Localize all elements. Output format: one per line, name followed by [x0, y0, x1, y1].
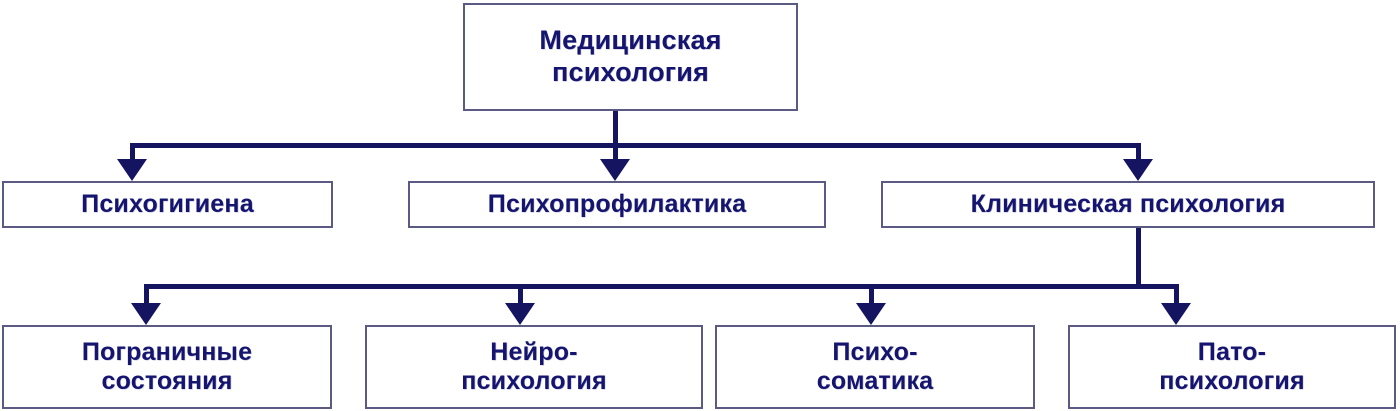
connector-drop-borderline: [144, 284, 149, 306]
node-psychosomatics[interactable]: Психо- соматика: [715, 325, 1035, 409]
connector-drop-psychoprophylaxis: [613, 143, 618, 165]
arrow-down-icon-clinical: [1123, 159, 1153, 181]
node-psychohygiene[interactable]: Психогигиена: [2, 181, 333, 228]
arrow-down-icon-pato: [1161, 303, 1191, 325]
node-root-medical-psychology[interactable]: Медицинская психология: [463, 3, 798, 111]
connector-clinical-stem: [1136, 228, 1141, 286]
node-patopsychology[interactable]: Пато- психология: [1068, 325, 1396, 409]
arrow-down-icon-psychohygiene: [117, 159, 147, 181]
connector-drop-clinical: [1136, 143, 1141, 165]
connector-root-stem: [613, 110, 618, 148]
node-clinical-psychology[interactable]: Клиническая психология: [881, 181, 1375, 228]
connector-drop-psychosomatics: [869, 284, 874, 306]
node-psychoprophylaxis[interactable]: Психопрофилактика: [408, 181, 826, 228]
arrow-down-icon-borderline: [131, 303, 161, 325]
arrow-down-icon-neuro: [505, 303, 535, 325]
node-borderline-states[interactable]: Пограничные состояния: [2, 325, 332, 409]
connector-drop-psychohygiene: [130, 143, 135, 165]
connector-bus-level2: [144, 284, 1179, 289]
node-neuropsychology[interactable]: Нейро- психология: [365, 325, 703, 409]
arrow-down-icon-psychosomatics: [856, 303, 886, 325]
connector-bus-level1: [130, 143, 1141, 148]
connector-drop-pato: [1174, 284, 1179, 306]
arrow-down-icon-psychoprophylaxis: [600, 159, 630, 181]
connector-drop-neuro: [518, 284, 523, 306]
